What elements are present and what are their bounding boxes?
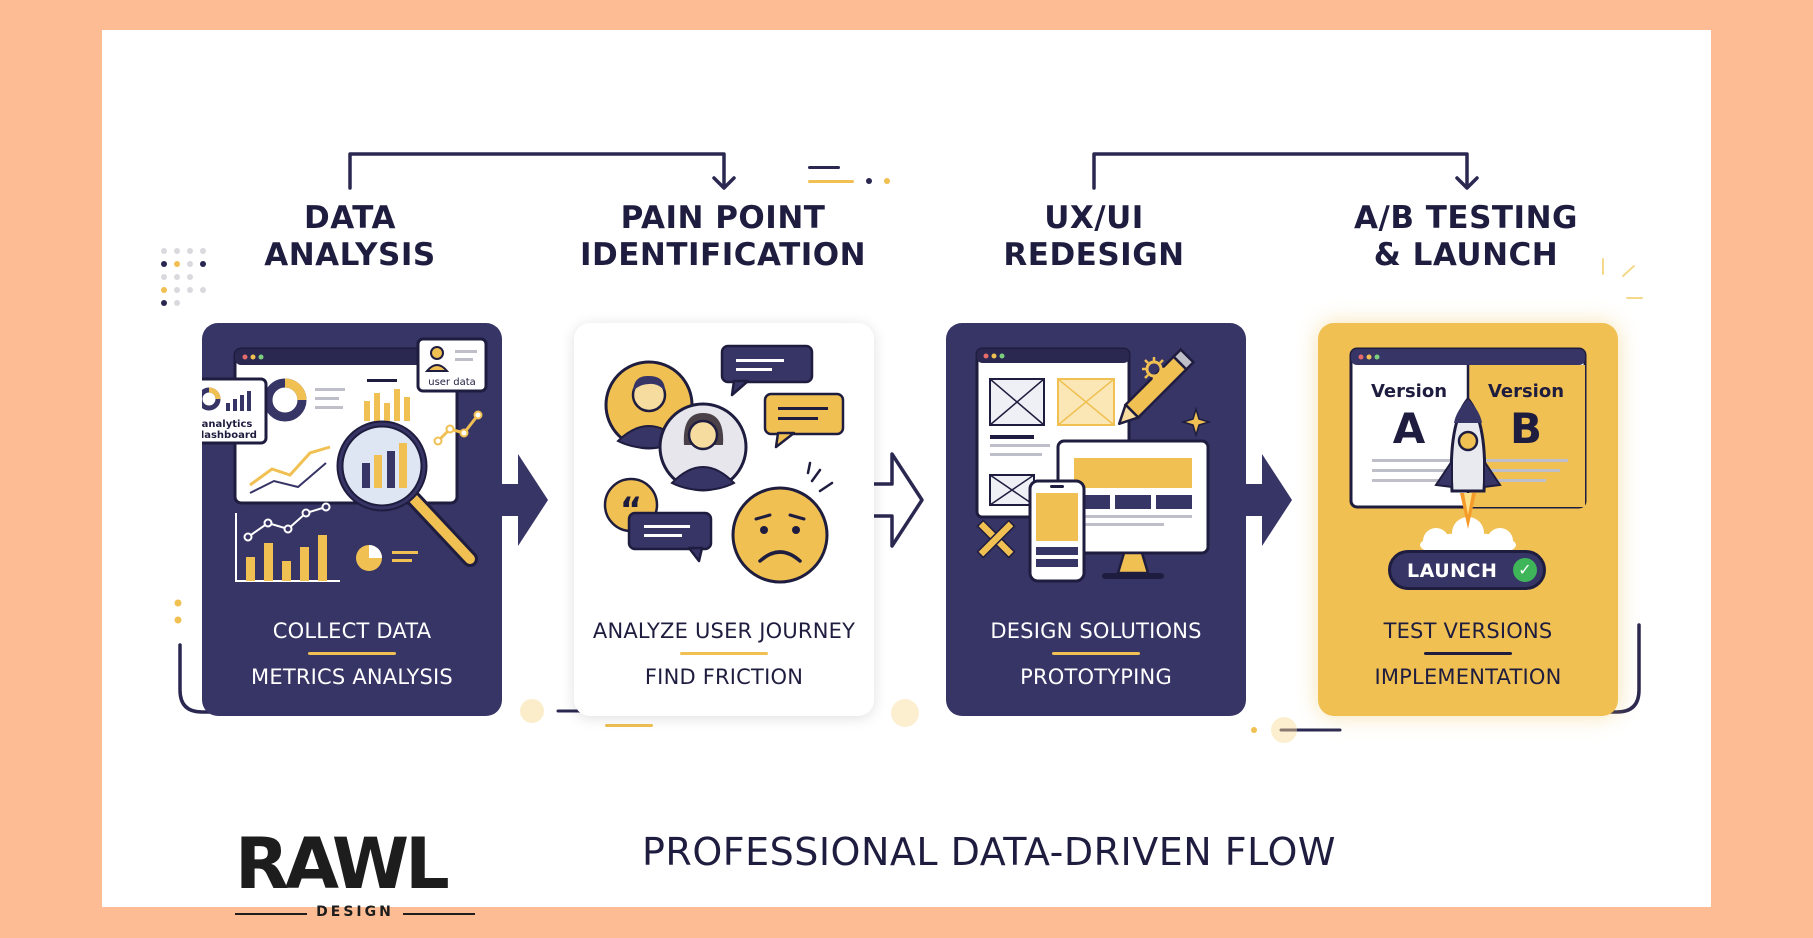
stage-2-step-2: FIND FRICTION — [644, 665, 804, 689]
svg-text:Version: Version — [1371, 381, 1447, 402]
stage-3-separator — [1052, 652, 1140, 655]
rocket-icon — [1420, 396, 1516, 557]
ab-testing-illustration: Version A Version B — [1349, 347, 1587, 557]
monitor-icon — [1056, 439, 1210, 579]
stage-3-step-2: PROTOTYPING — [1020, 665, 1172, 689]
checkmark-icon: ✓ — [1513, 558, 1537, 582]
stage-2-separator — [680, 652, 768, 655]
svg-text:analytics: analytics — [202, 419, 252, 430]
stage-4-step-1: TEST VERSIONS — [1383, 619, 1553, 643]
stage-4-step-2: IMPLEMENTATION — [1374, 665, 1562, 689]
stage-1-card: user data analytics dashboard COLLECT DA… — [202, 323, 502, 716]
footer-title: PROFESSIONAL DATA-DRIVEN FLOW — [642, 830, 1336, 874]
bottom-bracket-left — [178, 643, 262, 714]
top-connector-1 — [348, 152, 726, 190]
stage-1-step-1: COLLECT DATA — [272, 619, 432, 643]
analytics-illustration: user data analytics dashboard — [202, 337, 488, 582]
arrow-right-icon — [500, 454, 548, 546]
stage-4-card: Version A Version B LAUNCH ✓ TEST V — [1318, 323, 1618, 716]
donut-chart-icon — [263, 378, 307, 422]
stage-3-step-1: DESIGN SOLUTIONS — [990, 619, 1202, 643]
redesign-illustration — [975, 347, 1212, 583]
arrow-right-icon — [1244, 454, 1292, 546]
stage-2-step-1: ANALYZE USER JOURNEY — [592, 619, 856, 643]
brand-subtitle: DESIGN — [235, 904, 475, 920]
stage-1-separator — [308, 652, 396, 655]
svg-text:A: A — [1393, 404, 1426, 453]
chat-bubble-icon — [720, 344, 814, 397]
stage-4-separator — [1424, 652, 1512, 655]
phone-icon — [1028, 479, 1086, 583]
brand-wordmark: RAWL — [235, 823, 450, 905]
user-avatar-icon — [658, 402, 748, 492]
svg-text:dashboard: dashboard — [202, 430, 257, 441]
brand-logo: RAWL DESIGN — [235, 823, 475, 920]
user-avatar-icon — [424, 346, 450, 372]
svg-text:B: B — [1510, 404, 1542, 453]
arrow-right-icon — [872, 452, 924, 548]
line-chart-icon — [249, 445, 331, 487]
svg-text:Version: Version — [1488, 381, 1564, 402]
svg-text:user data: user data — [428, 377, 476, 388]
stage-1-step-2: METRICS ANALYSIS — [251, 665, 453, 689]
chat-bubble-icon — [627, 511, 713, 563]
pain-point-illustration: “ — [603, 344, 845, 584]
stage-3-card: DESIGN SOLUTIONS PROTOTYPING — [946, 323, 1246, 716]
launch-button[interactable]: LAUNCH ✓ — [1388, 550, 1546, 590]
launch-label: LAUNCH — [1407, 560, 1498, 582]
decoration-marks — [161, 166, 1643, 743]
stage-4-title: A/B TESTING& LAUNCH — [1354, 200, 1578, 273]
bar-chart-icon — [235, 502, 340, 582]
chat-bubble-icon — [763, 392, 845, 449]
sad-face-icon — [731, 461, 834, 584]
top-connector-2 — [1092, 152, 1469, 190]
magnifier-icon — [336, 420, 478, 567]
pencil-icon — [1117, 347, 1196, 426]
flow-connectors — [161, 152, 1643, 743]
gear-icon — [1142, 357, 1166, 381]
bottom-bracket-right — [1557, 623, 1641, 714]
stage-2-card: “ ANALYZE USER JOURNEY FIND FRICTION — [574, 323, 874, 716]
